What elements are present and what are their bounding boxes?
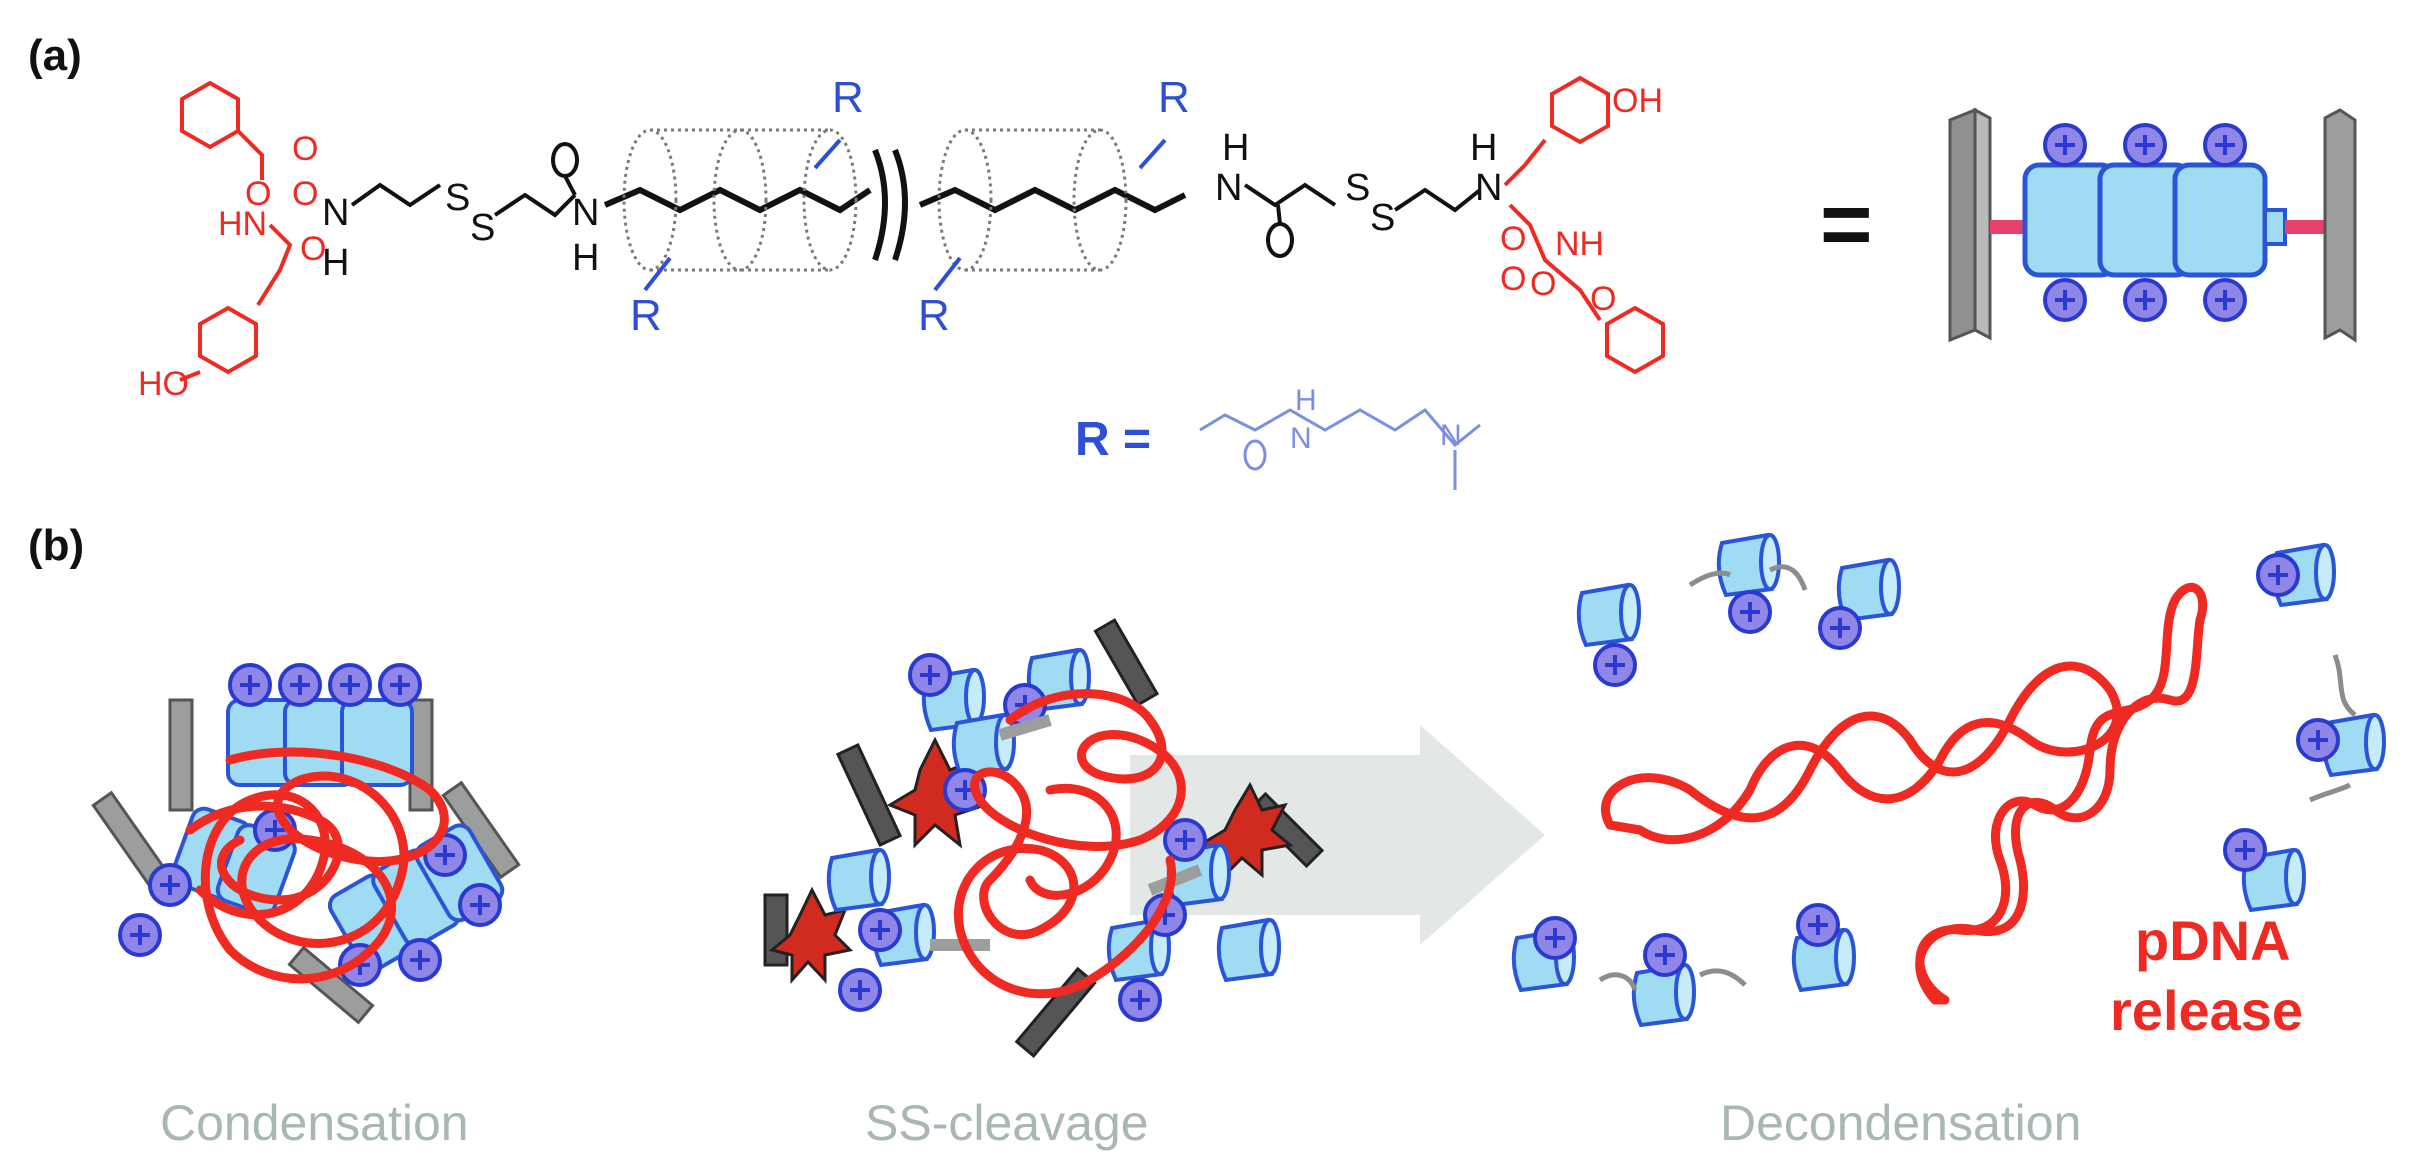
right-amide-n: N <box>1215 167 1242 209</box>
free-cyclodextrin <box>826 848 891 912</box>
left-hn-atom: HN <box>218 205 267 243</box>
condensed-pdna <box>195 747 449 984</box>
right-stopper-block <box>2323 108 2357 343</box>
left-tyrosine-stopper: O O O HN O HO <box>138 81 326 403</box>
left-phenol-ring <box>198 306 258 374</box>
r-definition: R = H N N <box>1075 384 1481 490</box>
stage-label-ss-cleavage: SS-cleavage <box>865 1095 1149 1151</box>
right-nh-label: NH <box>1555 225 1604 263</box>
left-s-atom-1: S <box>445 177 470 219</box>
r-label-3: R <box>1158 73 1190 122</box>
pdna-label: pDNA <box>2135 909 2291 972</box>
charge-bead <box>2043 278 2087 322</box>
right-end-h: H <box>1470 127 1497 169</box>
left-amide-n: N <box>322 192 349 234</box>
charge-bead <box>1163 818 1207 862</box>
charge-bead <box>2043 123 2087 167</box>
right-oh-label: OH <box>1612 82 1663 120</box>
released-pdna-2 <box>1915 583 2208 1005</box>
charge-bead <box>1533 916 1577 960</box>
r-label-4: R <box>918 291 950 340</box>
right-benzyl-ring <box>1605 306 1665 374</box>
right-s-atom-2: S <box>1370 197 1395 239</box>
charge-bead <box>838 968 882 1012</box>
right-pink-linker <box>2285 220 2325 234</box>
polyrotaxane-schematic <box>1948 107 2357 343</box>
left-amide-h: H <box>322 242 349 284</box>
decondensation-scene: pDNA release <box>1511 533 2386 1042</box>
left-o-atom-4: O <box>300 230 326 268</box>
released-pdna-1 <box>1601 661 2122 845</box>
r-label-1: R <box>832 73 864 122</box>
loosened-pdna <box>954 689 1186 999</box>
charge-bead <box>278 663 322 707</box>
polyrotaxane-axle: R R R R <box>603 73 1190 340</box>
charge-bead <box>2256 553 2300 597</box>
right-amide-h: H <box>1222 127 1249 169</box>
charge-bead <box>378 663 422 707</box>
right-o-atom-2: O <box>1500 260 1526 298</box>
left-o-atom-2: O <box>292 130 318 168</box>
release-label: release <box>2110 979 2303 1042</box>
left-ho-label: HO <box>138 365 189 403</box>
charge-bead <box>1118 978 1162 1022</box>
free-cyclodextrin <box>951 713 1016 777</box>
cd-ring-4 <box>937 128 993 272</box>
right-phenol-ring <box>1550 76 1610 144</box>
charge-bead <box>1818 606 1862 650</box>
charge-bead <box>398 938 442 982</box>
stage-label-condensation: Condensation <box>160 1095 469 1151</box>
charge-bead <box>908 653 952 697</box>
left-stopper-block <box>1948 107 1977 343</box>
charge-bead <box>118 913 162 957</box>
r-def-n2: N <box>1440 419 1462 452</box>
charge-bead <box>228 663 272 707</box>
charge-bead <box>148 863 192 907</box>
charge-bead <box>1643 933 1687 977</box>
r-label-2: R <box>630 291 662 340</box>
r-def-h: H <box>1295 384 1317 417</box>
left-benzyl-ring <box>180 81 240 149</box>
left-disulfide-linker: N H S S N H <box>322 142 599 284</box>
charge-bead <box>2296 718 2340 762</box>
right-s-atom-1: S <box>1345 167 1370 209</box>
cd-cylinder-3 <box>2172 162 2268 278</box>
ss-cleavage-polyplex <box>763 618 1325 1058</box>
charge-bead <box>2123 278 2167 322</box>
panel-a-label: (a) <box>28 31 82 80</box>
free-cyclodextrin <box>1216 918 1281 982</box>
charge-bead <box>2223 828 2267 872</box>
left-o-atom-1: O <box>245 175 271 213</box>
charge-bead <box>1728 590 1772 634</box>
right-end-n: N <box>1475 167 1502 209</box>
charge-bead <box>2123 123 2167 167</box>
charge-bead <box>458 883 502 927</box>
charge-bead <box>328 663 372 707</box>
panel-b-label: (b) <box>28 521 84 570</box>
charge-bead <box>1593 643 1637 687</box>
right-tyrosine-stopper: OH O NH O O O <box>1500 76 1665 374</box>
left-pink-linker <box>1990 220 2030 234</box>
cd-ring-1 <box>622 128 678 272</box>
left-s-atom-2: S <box>470 207 495 249</box>
process-arrow <box>1130 725 1545 945</box>
right-o-atom-1: O <box>1500 220 1526 258</box>
charge-bead <box>858 908 902 952</box>
right-disulfide-linker: H N S S H N <box>1215 127 1502 258</box>
right-of-linker-h: H <box>572 237 599 279</box>
free-cyclodextrin <box>1716 533 1781 597</box>
charge-bead <box>2203 278 2247 322</box>
stage-label-decondensation: Decondensation <box>1720 1095 2081 1151</box>
right-of-linker-n: N <box>572 192 599 234</box>
right-o-atom-3: O <box>1530 265 1556 303</box>
left-o-atom-3: O <box>292 175 318 213</box>
condensation-polyplex <box>91 663 521 1025</box>
equals-sign: = <box>1820 175 1873 275</box>
charge-bead <box>2203 123 2247 167</box>
free-cyclodextrin <box>1576 583 1641 647</box>
r-def-n1: N <box>1290 422 1312 455</box>
charge-bead <box>1796 903 1840 947</box>
r-equals-label: R = <box>1075 413 1151 466</box>
